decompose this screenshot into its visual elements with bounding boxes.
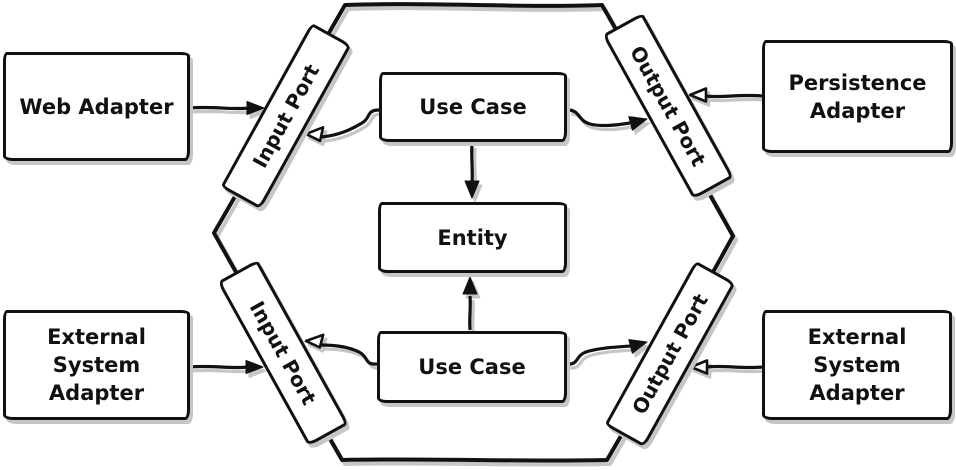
- external-system-adapter-left-label-line2: System: [52, 353, 141, 377]
- entity-label: Entity: [437, 225, 508, 250]
- use-case-bottom-box: Use Case: [377, 331, 567, 403]
- arrow-external-adapter-left-to-input-port: [189, 360, 264, 374]
- hexagon-outline: [212, 2, 735, 463]
- use-case-bottom-label: Use Case: [418, 355, 526, 379]
- hollow-arrowhead: [304, 333, 325, 349]
- external-system-adapter-right-label-line1: External: [807, 325, 907, 349]
- web-adapter-label: Web Adapter: [19, 94, 174, 119]
- persistence-adapter-label-line2: Adapter: [809, 98, 906, 123]
- persistence-adapter-label-line1: Persistence: [788, 70, 927, 95]
- solid-arrowhead: [245, 360, 264, 374]
- solid-arrowhead: [462, 276, 478, 295]
- solid-arrowhead: [628, 339, 648, 354]
- output-port-bottom: Output Port: [576, 260, 764, 448]
- arrow-external-adapter-right-to-output-port: [689, 359, 763, 375]
- web-adapter-box: Web Adapter: [3, 52, 190, 161]
- input-port-top: Input Port: [192, 22, 380, 210]
- arrow-use-case-bottom-to-output-port: [566, 339, 648, 366]
- external-system-adapter-right-label-line2: System: [813, 353, 901, 377]
- external-system-adapter-right-box: External System Adapter: [762, 310, 952, 420]
- input-port-bottom: Input Port: [189, 259, 377, 447]
- arrow-persistence-adapter-to-output-port: [688, 87, 763, 103]
- solid-arrowhead: [628, 116, 648, 131]
- arrow-use-case-bottom-to-entity: [462, 276, 478, 331]
- solid-arrowhead: [464, 180, 480, 199]
- hollow-arrowhead: [689, 359, 709, 375]
- solid-arrowhead: [246, 101, 265, 115]
- output-port-top: Output Port: [574, 12, 762, 200]
- arrow-use-case-top-to-input-port: [304, 108, 380, 143]
- arrow-use-case-top-to-output-port: [567, 108, 648, 131]
- entity-box: Entity: [378, 202, 567, 273]
- use-case-top-box: Use Case: [379, 72, 567, 142]
- arrow-use-case-top-to-entity: [464, 143, 480, 199]
- arrow-web-adapter-to-input-port: [189, 101, 265, 115]
- external-system-adapter-left-label-line1: External: [47, 325, 146, 349]
- external-system-adapter-left-box: External System Adapter: [3, 310, 190, 420]
- external-system-adapter-left-label-line3: Adapter: [48, 381, 145, 405]
- hollow-arrowhead: [688, 87, 708, 103]
- arrow-use-case-bottom-to-input-port: [304, 333, 378, 366]
- hollow-arrowhead: [304, 126, 325, 143]
- external-system-adapter-right-label-line3: Adapter: [809, 381, 905, 405]
- use-case-top-label: Use Case: [419, 95, 527, 119]
- persistence-adapter-box: Persistence Adapter: [762, 40, 953, 153]
